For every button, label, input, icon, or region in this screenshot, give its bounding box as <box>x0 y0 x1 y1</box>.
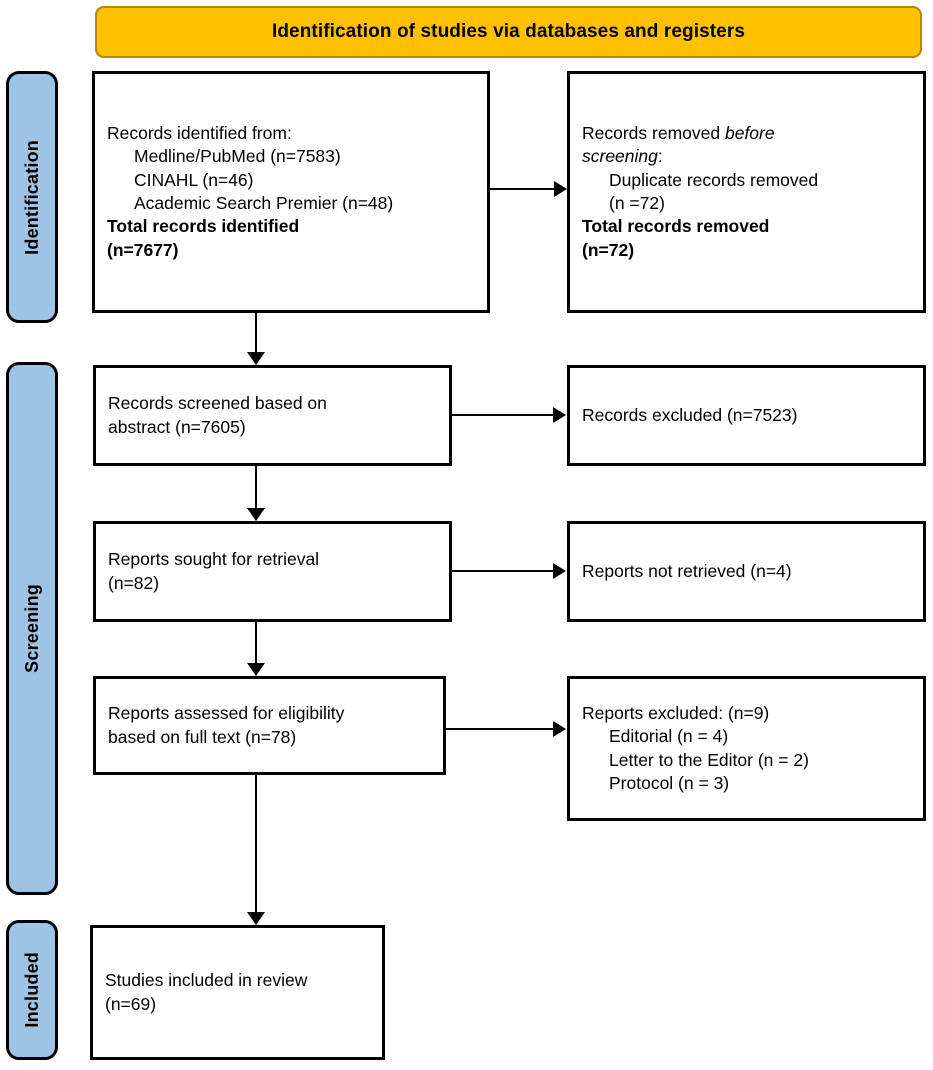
diagram-title-text: Identification of studies via databases … <box>271 21 746 42</box>
box-records-identified: Records identified from: Medline/PubMed … <box>92 71 490 313</box>
line-reports-not-retrieved: Reports not retrieved (n=4) <box>582 560 792 581</box>
stage-bar-included: Included <box>6 920 58 1060</box>
line-medline-pubmed: Medline/PubMed (n=7583) <box>134 146 341 167</box>
line-total-records-removed: Total records removed <box>582 216 770 237</box>
box-studies-included-content: Studies included in review (n=69) <box>93 969 382 1016</box>
connector-identified-to-removed <box>490 188 556 190</box>
box-reports-assessed: Reports assessed for eligibility based o… <box>93 676 446 775</box>
line-studies-included-2: (n=69) <box>105 993 157 1014</box>
connector-assessed-to-included <box>255 775 257 915</box>
box-reports-sought: Reports sought for retrieval (n=82) <box>93 521 452 622</box>
line-records-identified-from: Records identified from: <box>107 123 292 144</box>
arrowhead-assessed-to-reports-excluded <box>553 721 566 737</box>
box-records-excluded: Records excluded (n=7523) <box>567 365 926 466</box>
box-records-screened: Records screened based on abstract (n=76… <box>93 365 452 466</box>
connector-screened-to-excluded <box>452 414 554 416</box>
text-colon: : <box>657 146 663 167</box>
box-reports-assessed-content: Reports assessed for eligibility based o… <box>96 702 443 749</box>
line-total-records-identified-n: (n=7677) <box>107 239 179 260</box>
arrowhead-identified-to-screened <box>247 352 265 365</box>
text-before-italic: before <box>724 123 775 144</box>
line-records-excluded: Records excluded (n=7523) <box>582 404 798 425</box>
line-reason-letter-editor: Letter to the Editor (n = 2) <box>609 749 809 770</box>
box-reports-not-retrieved-content: Reports not retrieved (n=4) <box>570 560 923 583</box>
connector-screened-to-sought <box>255 466 257 510</box>
box-records-removed: Records removed before screening: Duplic… <box>567 71 926 313</box>
arrowhead-identified-to-removed <box>554 181 567 197</box>
line-reports-assessed-1: Reports assessed for eligibility <box>108 703 345 724</box>
line-reports-sought-1: Reports sought for retrieval <box>108 549 320 570</box>
line-academic-search-premier: Academic Search Premier (n=48) <box>134 193 394 213</box>
line-screening-colon: screening: <box>582 145 911 168</box>
box-records-screened-content: Records screened based on abstract (n=76… <box>96 392 449 439</box>
box-studies-included: Studies included in review (n=69) <box>90 925 385 1060</box>
text-records-removed: Records removed <box>582 123 725 144</box>
stage-bar-screening: Screening <box>6 362 58 895</box>
line-reason-editorial: Editorial (n = 4) <box>609 726 729 747</box>
stage-label-screening: Screening <box>21 584 42 673</box>
box-reports-excluded: Reports excluded: (n=9) Editorial (n = 4… <box>567 676 926 821</box>
box-reports-sought-content: Reports sought for retrieval (n=82) <box>96 548 449 595</box>
arrowhead-screened-to-excluded <box>553 407 566 423</box>
connector-sought-to-assessed <box>255 622 257 666</box>
arrowhead-assessed-to-included <box>247 912 265 925</box>
arrowhead-screened-to-sought <box>247 508 265 521</box>
line-records-screened-2: abstract (n=7605) <box>108 416 246 437</box>
box-records-excluded-content: Records excluded (n=7523) <box>570 404 923 427</box>
diagram-title-banner: Identification of studies via databases … <box>95 6 922 58</box>
line-reports-assessed-2: based on full text (n=78) <box>108 726 297 747</box>
line-records-removed-before: Records removed before <box>582 122 911 145</box>
line-reason-protocol: Protocol (n = 3) <box>609 772 730 793</box>
connector-sought-to-not-retrieved <box>452 570 554 572</box>
stage-bar-identification: Identification <box>6 71 58 323</box>
box-reports-excluded-content: Reports excluded: (n=9) Editorial (n = 4… <box>570 702 923 795</box>
stage-label-included: Included <box>21 952 42 1028</box>
line-cinahl: CINAHL (n=46) <box>134 169 254 190</box>
connector-assessed-to-reports-excluded <box>446 728 554 730</box>
line-reports-excluded-total: Reports excluded: (n=9) <box>582 702 770 723</box>
line-total-records-identified: Total records identified <box>107 216 300 237</box>
box-records-identified-content: Records identified from: Medline/PubMed … <box>95 122 487 262</box>
arrowhead-sought-to-assessed <box>247 663 265 676</box>
line-duplicate-records-removed: Duplicate records removed <box>609 169 819 190</box>
box-records-removed-content: Records removed before screening: Duplic… <box>570 122 923 262</box>
connector-identified-to-screened <box>255 313 257 355</box>
box-reports-not-retrieved: Reports not retrieved (n=4) <box>567 521 926 622</box>
line-total-records-removed-n: (n=72) <box>582 239 635 260</box>
text-screening-italic: screening <box>582 146 658 167</box>
stage-label-identification: Identification <box>21 139 42 255</box>
line-records-screened-1: Records screened based on <box>108 393 327 414</box>
line-studies-included-1: Studies included in review <box>105 970 308 991</box>
line-duplicate-records-n: (n =72) <box>609 193 665 213</box>
line-reports-sought-2: (n=82) <box>108 572 160 593</box>
arrowhead-sought-to-not-retrieved <box>553 563 566 579</box>
